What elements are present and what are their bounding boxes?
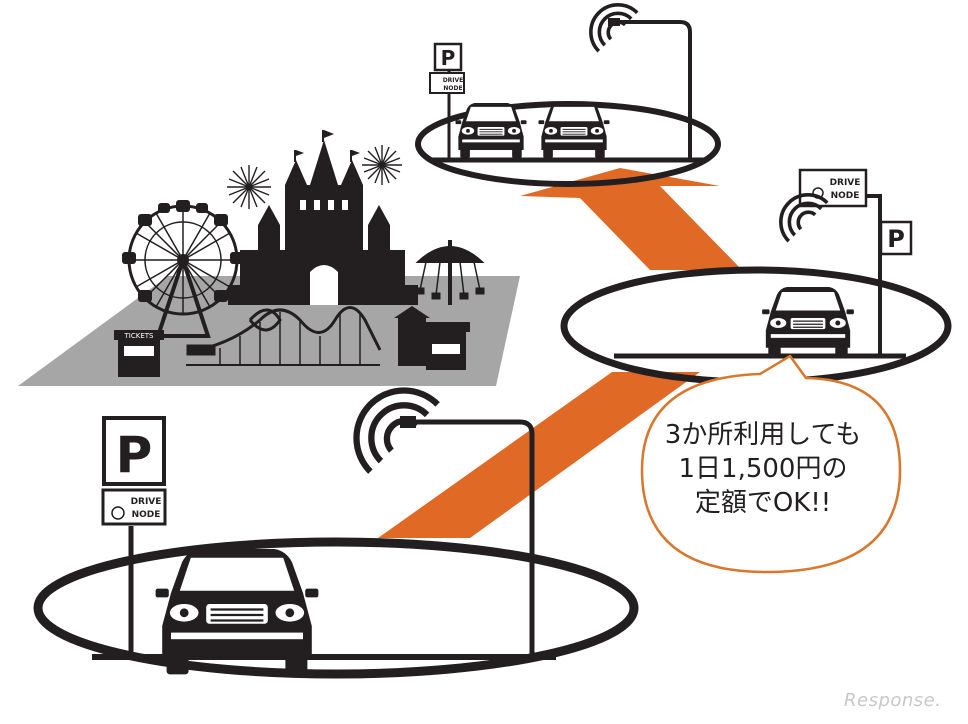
wireless-signal-icon	[589, 3, 640, 54]
bubble-message: 3か所利用しても 1日1,500円の 定額でOK!!	[648, 418, 878, 520]
drive-node-label: DRIVE	[131, 497, 162, 507]
bubble-line-2: 1日1,500円の	[678, 454, 848, 484]
parking-sign	[433, 42, 463, 72]
castle-icon	[228, 130, 418, 305]
route-arrows	[378, 168, 742, 538]
arrow-upper	[520, 168, 742, 270]
drive-node-label: NODE	[443, 85, 462, 92]
parking-sign-label: P	[887, 225, 905, 253]
bubble-line-3: 定額でOK!!	[694, 488, 832, 518]
roller-coaster-icon	[186, 306, 382, 366]
swing-ride-icon	[415, 240, 485, 305]
drive-node-label: NODE	[132, 510, 161, 520]
ticket-booth-icon: TICKETS	[114, 330, 164, 377]
watermark: Response.	[844, 690, 942, 711]
drive-node-sign	[798, 168, 868, 208]
parking-sign	[879, 220, 913, 256]
car-icon	[154, 547, 320, 676]
parking-spot-middle: P DRIVE NODE	[560, 168, 952, 386]
fireworks-icon	[227, 145, 402, 209]
ticket-booth-label: TICKETS	[124, 332, 155, 340]
drive-node-sign	[101, 488, 167, 526]
car-icon	[537, 102, 611, 159]
food-stall-icon	[394, 306, 470, 370]
wireless-signal-icon	[356, 390, 437, 471]
parking-spot-top: P DRIVE NODE	[415, 3, 721, 187]
parking-sign	[102, 416, 166, 486]
arrow-lower	[378, 372, 700, 538]
parking-spot-bottom: P DRIVE NODE	[33, 390, 639, 679]
drive-node-label: NODE	[831, 191, 860, 201]
amusement-park-illustration: TICKETS	[18, 130, 520, 386]
ferris-wheel-icon	[122, 200, 244, 338]
car-icon	[455, 102, 528, 159]
bubble-line-1: 3か所利用しても	[664, 420, 862, 450]
parking-sign-label: P	[441, 46, 456, 70]
drive-node-label: DRIVE	[830, 178, 861, 188]
drive-node-label: DRIVE	[443, 77, 464, 84]
speech-bubble	[640, 354, 902, 574]
drive-node-sign	[429, 72, 465, 94]
car-icon	[761, 286, 855, 359]
parking-sign-label: P	[116, 426, 153, 484]
